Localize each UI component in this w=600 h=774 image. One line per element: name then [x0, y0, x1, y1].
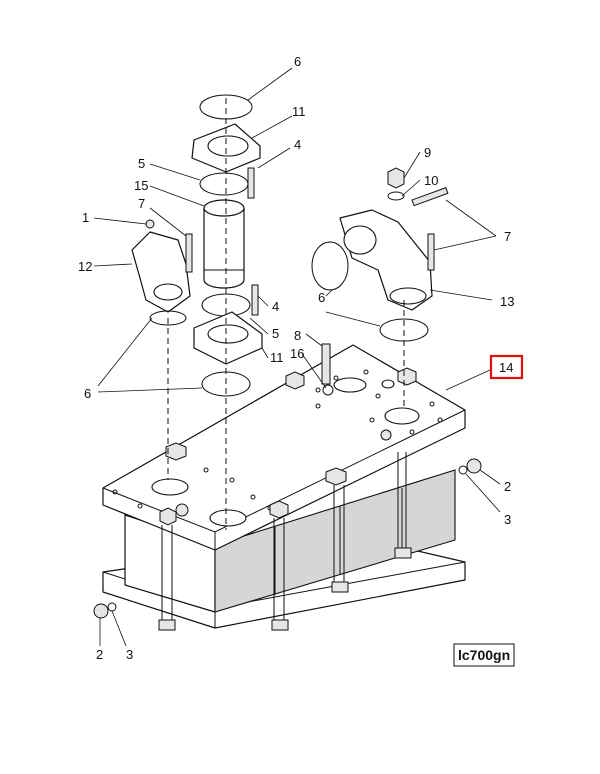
drawing-code: lc700gn [458, 647, 510, 663]
drawing-code-tag: lc700gn [453, 643, 515, 667]
callout-16: 16 [290, 346, 304, 361]
callout-5-mid: 5 [272, 326, 279, 341]
callout-14[interactable]: 14 [499, 360, 513, 375]
highlight-box [489, 354, 524, 380]
callout-6-top: 6 [294, 54, 301, 69]
bolt-heads [159, 367, 417, 526]
callout-3-left: 3 [126, 647, 133, 662]
callout-6-right: 6 [318, 290, 325, 305]
callout-4-top: 4 [294, 137, 301, 152]
callout-4-mid: 4 [272, 299, 279, 314]
callout-labels: 6 11 4 5 15 1 7 12 4 5 11 6 8 16 9 10 7 … [78, 54, 524, 662]
callout-11-bottom: 11 [270, 350, 284, 365]
right-stack [311, 167, 449, 410]
main-block [93, 344, 482, 631]
callout-11-top: 11 [292, 104, 306, 119]
leader-lines [93, 67, 501, 647]
callout-6-left: 6 [84, 386, 91, 401]
left-stack [131, 94, 263, 530]
callout-5-top: 5 [138, 156, 145, 171]
callout-15: 15 [134, 178, 148, 193]
callout-13: 13 [500, 294, 514, 309]
callout-3-right: 3 [504, 512, 511, 527]
callout-2-left: 2 [96, 647, 103, 662]
callout-10: 10 [424, 173, 438, 188]
callout-2-right: 2 [504, 479, 511, 494]
callout-7-left: 7 [138, 196, 145, 211]
callout-9: 9 [424, 145, 431, 160]
callout-12: 12 [78, 259, 92, 274]
callout-8: 8 [294, 328, 301, 343]
callout-7-right: 7 [504, 229, 511, 244]
callout-1: 1 [82, 210, 89, 225]
